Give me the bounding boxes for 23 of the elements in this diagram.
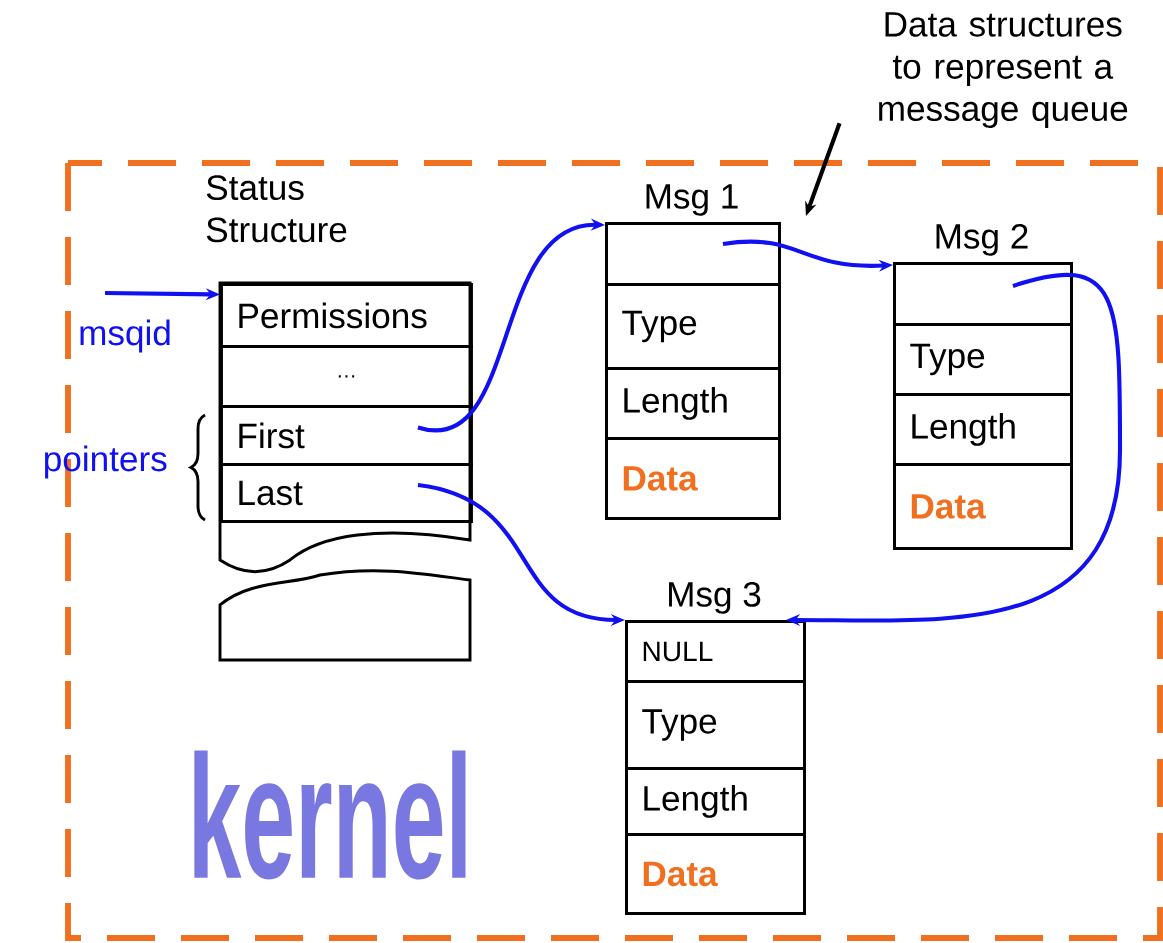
field-cell: First: [220, 405, 473, 466]
field-cell: Length: [605, 367, 781, 440]
field-cell: Data: [605, 437, 781, 520]
field-cell: Type: [893, 323, 1073, 396]
field-cell: Length: [893, 393, 1073, 466]
node-label: Status Structure: [206, 175, 347, 243]
node-label: Msg 1: [646, 184, 738, 216]
field-cell: Permissions: [220, 283, 473, 348]
field-cell: …: [220, 345, 473, 408]
field-cell: Length: [625, 767, 806, 836]
field-cell: Type: [625, 680, 806, 770]
edge-label: msqid: [80, 319, 170, 353]
node-label: Msg 2: [936, 223, 1028, 256]
field-cell: NULL: [625, 620, 806, 683]
note-text: Data structures to represent a message queue: [879, 12, 1128, 129]
pointer-cell: [893, 262, 1073, 326]
bracket-label: pointers: [45, 445, 167, 479]
field-cell: Type: [605, 283, 781, 370]
pointer-cell: [605, 222, 781, 286]
field-cell: Last: [220, 463, 473, 523]
field-cell: Data: [893, 463, 1073, 550]
field-cell: Data: [625, 833, 806, 915]
node-label: Msg 3: [669, 581, 761, 614]
